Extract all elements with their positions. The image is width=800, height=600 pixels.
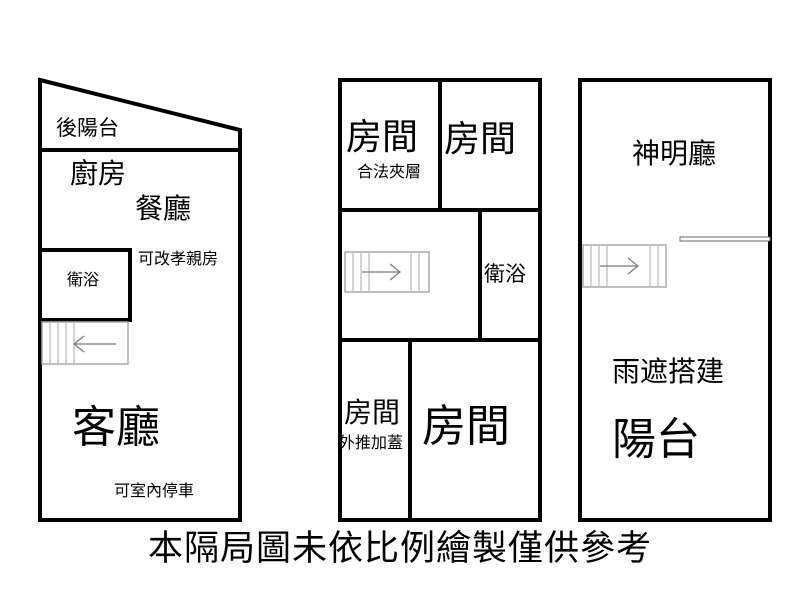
floor-b-staircase: [344, 251, 430, 293]
mezzanine-note-label: 合法夾層: [357, 162, 422, 181]
extension-note-label: 外推加蓋: [339, 433, 404, 452]
bath-label: 衛浴: [67, 270, 100, 289]
balcony-label: 陽台: [612, 414, 700, 465]
room-bottom-left-label: 房間: [344, 396, 401, 429]
living-room-label: 客廳: [72, 402, 160, 453]
room-bottom-right-label: 房間: [422, 401, 510, 452]
bath-label: 衛浴: [484, 262, 526, 286]
floor-a-staircase: [41, 321, 129, 365]
kitchen-label: 廚房: [70, 157, 127, 190]
floor-c-canopy-edge: [679, 236, 771, 242]
shrine-hall-label: 神明廳: [632, 137, 717, 170]
floor-c-staircase: [582, 244, 667, 288]
canopy-addition-label: 雨遮搭建: [612, 355, 725, 388]
dining-label: 餐廳: [135, 192, 192, 225]
scale-disclaimer: 本隔局圖未依比例繪製僅供參考: [147, 529, 652, 569]
floor-c-walls: [578, 78, 772, 522]
living-note-label: 可室內停車: [114, 481, 195, 500]
room-top-right-label: 房間: [444, 119, 517, 160]
room-top-left-label: 房間: [346, 117, 419, 158]
floor-a-walls: [38, 77, 242, 522]
dining-note-label: 可改孝親房: [138, 249, 219, 268]
floor-b-walls: [338, 78, 542, 522]
back-balcony-label: 後陽台: [56, 116, 119, 140]
